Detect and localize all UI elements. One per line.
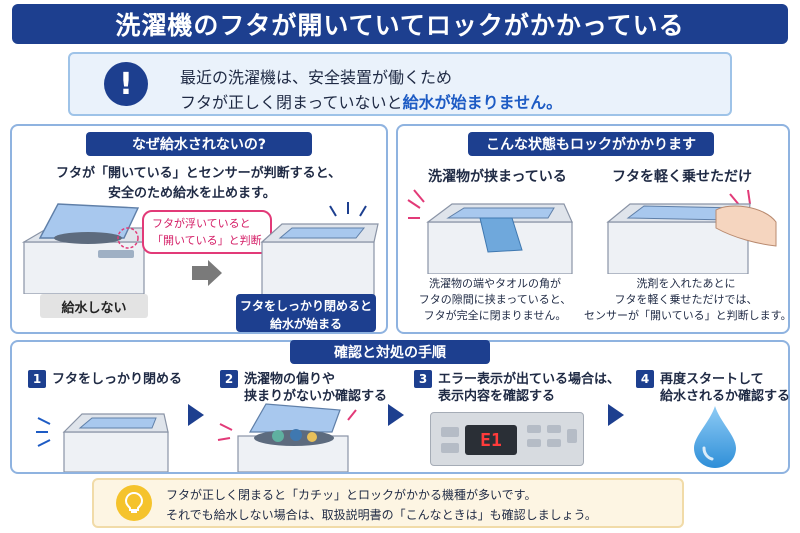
case2-description: 洗剤を入れたあとに フタを軽く乗せただけでは、 センサーが「開いている」と判断し… [584,276,792,324]
washer-lid-open-illustration [21,203,158,294]
panel-why: なぜ給水されないの? フタが「開いている」とセンサーが判断すると、 安全のため給… [10,124,388,334]
no-water-label: 給水しない [40,294,148,318]
case1-line2: フタの隙間に挟まっていると、 [418,293,572,306]
panel-steps: 確認と対処の手順 1 フタをしっかり閉める 2 洗濯物の偏りや 挟まりがないか確… [10,340,790,474]
step1-washer-illustration [36,413,169,472]
step3-line1: エラー表示が出ている場合は、 [438,372,621,387]
step1-line1: フタをしっかり閉める [52,372,183,387]
panel-button [441,427,459,437]
why-desc-line2: 安全のため給水を止めます。 [108,186,276,201]
page-title-bar: 洗濯機のフタが開いていてロックがかかっている [12,4,788,44]
alert-line2: フタが正しく閉まっていないと給水が始まりません。 [180,89,562,113]
step2-laundry-illustration [217,403,357,472]
step3-number: 3 [414,370,432,388]
ok-line2: 給水が始まる [269,317,342,331]
arrow-right-icon [192,260,222,286]
panel-steps-title: 確認と対処の手順 [290,340,490,364]
why-desc-line1: フタが「開いている」とセンサーが判断すると、 [56,166,342,181]
case1-line1: 洗濯物の端やタオルの角が [429,277,561,290]
water-drop-icon [694,406,736,468]
step3-text: エラー表示が出ている場合は、 表示内容を確認する [438,371,620,405]
step2-number: 2 [220,370,238,388]
control-panel: E1 [430,412,584,466]
panel-button [547,439,561,447]
case2-line1: 洗剤を入れたあとに [636,277,736,290]
error-display: E1 [465,425,517,455]
panel-button [527,425,541,433]
step1-text: フタをしっかり閉める [52,371,182,388]
case1-description: 洗濯物の端やタオルの角が フタの隙間に挟まっていると、 フタが完全に閉まりません… [404,276,586,324]
case2-heading: フタを軽く乗せただけ [612,169,752,185]
case2-line2: フタを軽く乗せただけでは、 [614,293,758,306]
alert-line2-highlight: 給水が始まりません。 [402,93,563,112]
panel-why-title: なぜ給水されないの? [86,132,312,156]
arrow-right-icon [608,404,624,426]
callout-line2: 「開いている」と判断 [152,234,262,247]
panel-cases-title: こんな状態もロックがかかります [468,132,714,156]
panel-button [441,443,459,453]
step2-line1: 洗濯物の偏りや [244,372,336,387]
step4-number: 4 [636,370,654,388]
case1-heading: 洗濯物が挟まっている [428,169,567,185]
panel-button [527,439,541,447]
panel-cases: こんな状態もロックがかかります 洗濯物が挟まっている フタを軽く乗せただけ 洗濯… [396,124,792,334]
step4-line2: 給水されるか確認する [660,389,791,404]
step3-line2: 表示内容を確認する [438,389,556,404]
exclamation-icon: ! [104,62,148,106]
tip-line1: フタが正しく閉まると「カチッ」とロックがかかる機種が多いです。 [166,488,537,502]
lightbulb-icon [116,485,152,521]
towel-caught-illustration [407,189,573,274]
arrow-right-icon [188,404,204,426]
step4-text: 再度スタートして 給水されるか確認する [660,371,790,405]
alert-box: ! 最近の洗濯機は、安全装置が働くため フタが正しく閉まっていないと給水が始まり… [68,52,732,116]
washer-lid-closed-illustration [260,202,379,296]
case1-line3: フタが完全に閉まりません。 [423,309,567,322]
lid-rested-illustration [606,189,777,274]
ok-water-label: フタをしっかり閉めると 給水が始まる [236,294,376,332]
step4-line1: 再度スタートして [660,372,764,387]
step1-number: 1 [28,370,46,388]
case2-line3: センサーが「開いている」と判断します。 [584,309,792,322]
panel-button [547,425,561,433]
panel-button [567,429,577,443]
ok-line1: フタをしっかり閉めると [239,299,372,313]
tip-box: フタが正しく閉まると「カチッ」とロックがかかる機種が多いです。 それでも給水しな… [92,478,684,528]
tip-line2: それでも給水しない場合は、取扱説明書の「こんなときは」も確認しましょう。 [166,508,597,522]
lid-floating-callout: フタが浮いていると 「開いている」と判断 [142,210,272,254]
page-title: 洗濯機のフタが開いていてロックがかかっている [115,11,685,40]
callout-line1: フタが浮いていると [152,217,251,230]
arrow-right-icon [388,404,404,426]
step2-text: 洗濯物の偏りや 挟まりがないか確認する [244,371,387,405]
step2-line2: 挟まりがないか確認する [244,389,388,404]
alert-line1: 最近の洗濯機は、安全装置が働くため [180,68,453,87]
alert-line2-prefix: フタが正しく閉まっていないと [180,93,403,112]
